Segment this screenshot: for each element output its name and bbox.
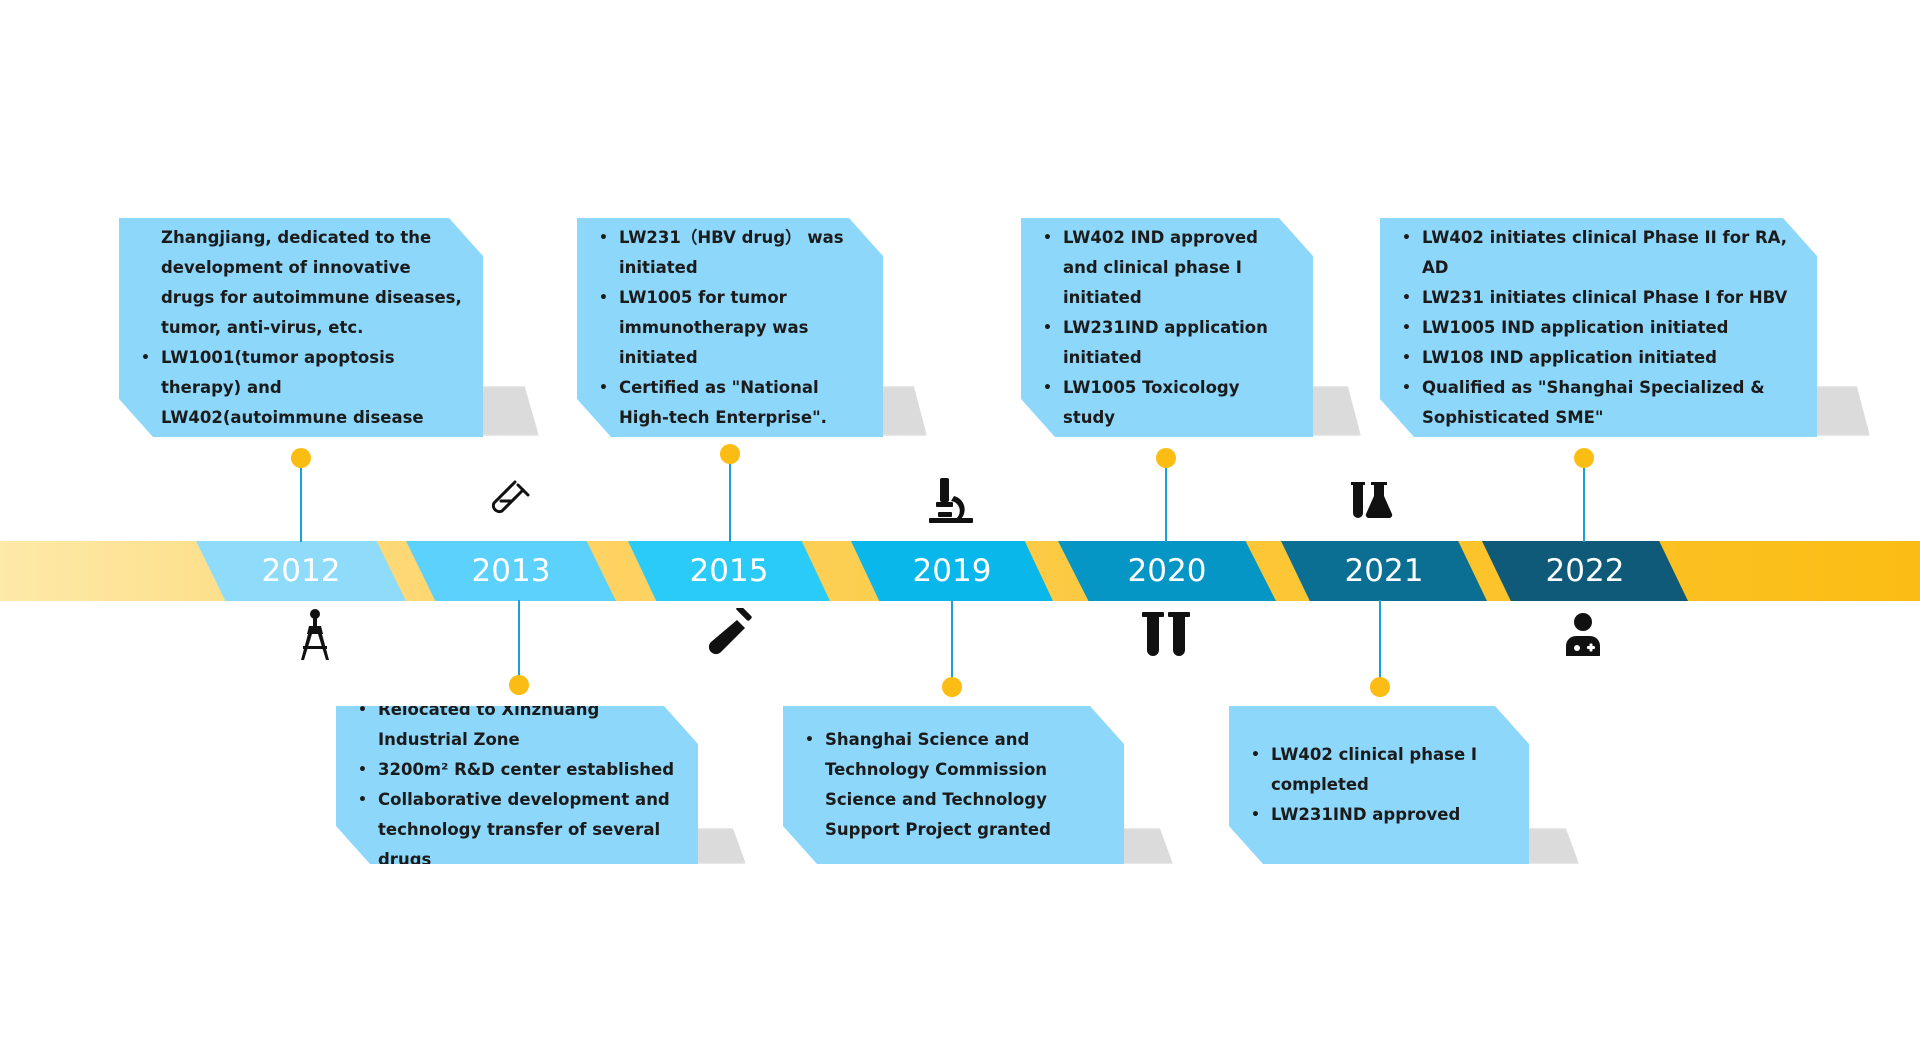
year-tab-2021: 2021 <box>1281 541 1487 601</box>
milestone-card-2013: Relocated to Xinzhuang Industrial Zone 3… <box>336 706 746 864</box>
milestone-item: LW1005 Toxicology study <box>1063 373 1293 433</box>
milestone-item: LW1005 IND application initiated <box>1422 313 1797 343</box>
milestone-list: LW402 IND approved and clinical phase I … <box>1021 223 1313 433</box>
year-tab-2019: 2019 <box>851 541 1053 601</box>
milestone-item: LW1005 for tumor immunotherapy was initi… <box>619 283 863 373</box>
milestone-list: Founded in Shanghai Zhangjiang, dedicate… <box>119 193 483 463</box>
year-tab-2022: 2022 <box>1482 541 1688 601</box>
milestone-item: Shanghai Science and Technology Commissi… <box>825 725 1104 845</box>
milestone-card-2012: Founded in Shanghai Zhangjiang, dedicate… <box>119 218 539 437</box>
milestone-list: Relocated to Xinzhuang Industrial Zone 3… <box>336 695 698 875</box>
lab-flasks-icon <box>1351 482 1393 519</box>
milestone-item: LW1001(tumor apoptosis therapy) and LW40… <box>161 343 463 463</box>
milestone-item: LW231IND approved <box>1271 800 1509 830</box>
year-label: 2020 <box>1127 553 1207 589</box>
milestone-item: LW231（HBV drug） was initiated <box>619 223 863 283</box>
drafting-compass-icon <box>301 609 329 660</box>
connector-2015 <box>729 454 731 542</box>
milestone-card-2020: LW402 IND approved and clinical phase I … <box>1021 218 1361 437</box>
connector-2020 <box>1165 458 1167 542</box>
milestone-item: Collaborative development and technology… <box>378 785 678 875</box>
milestone-dot-2021 <box>1370 677 1390 697</box>
milestone-dot-2022 <box>1574 448 1594 468</box>
doctor-icon <box>1566 613 1600 656</box>
year-tab-2020: 2020 <box>1058 541 1276 601</box>
milestone-dot-2020 <box>1156 448 1176 468</box>
microscope-icon <box>929 478 973 523</box>
milestone-list: Shanghai Science and Technology Commissi… <box>783 725 1124 845</box>
milestone-list: LW402 initiates clinical Phase II for RA… <box>1380 223 1817 433</box>
connector-2021 <box>1379 600 1381 687</box>
milestone-item: 3200m² R&D center established <box>378 755 678 785</box>
milestone-item: LW402 initiates clinical Phase II for RA… <box>1422 223 1797 283</box>
year-label: 2015 <box>689 553 769 589</box>
connector-2012 <box>300 458 302 542</box>
connector-2022 <box>1583 458 1585 542</box>
milestone-card-2021: LW402 clinical phase I completed LW231IN… <box>1229 706 1579 864</box>
milestone-item: LW108 IND application initiated <box>1422 343 1797 373</box>
milestone-dot-2012 <box>291 448 311 468</box>
year-label: 2012 <box>261 553 341 589</box>
milestone-item: Certified as "National High-tech Enterpr… <box>619 373 863 433</box>
milestone-card-2022: LW402 initiates clinical Phase II for RA… <box>1380 218 1870 437</box>
milestone-item: LW231 initiates clinical Phase I for HBV <box>1422 283 1797 313</box>
milestone-item: Founded in Shanghai Zhangjiang, dedicate… <box>161 193 463 343</box>
milestone-dot-2015 <box>720 444 740 464</box>
milestone-list: LW402 clinical phase I completed LW231IN… <box>1229 740 1529 830</box>
year-label: 2021 <box>1344 553 1424 589</box>
year-label: 2022 <box>1545 553 1625 589</box>
milestone-dot-2013 <box>509 675 529 695</box>
milestone-list: LW231（HBV drug） was initiated LW1005 for… <box>577 223 883 433</box>
milestone-item: Relocated to Xinzhuang Industrial Zone <box>378 695 678 755</box>
milestone-dot-2019 <box>942 677 962 697</box>
milestone-card-2015: LW231（HBV drug） was initiated LW1005 for… <box>577 218 927 437</box>
milestone-card-2019: Shanghai Science and Technology Commissi… <box>783 706 1173 864</box>
test-tube-outline-icon <box>491 480 530 514</box>
connector-2019 <box>951 600 953 687</box>
connector-2013 <box>518 600 520 686</box>
test-tubes-icon <box>1142 612 1190 656</box>
milestone-item: Qualified as "Shanghai Specialized & Sop… <box>1422 373 1797 433</box>
year-tab-2015: 2015 <box>628 541 830 601</box>
year-tab-2013: 2013 <box>406 541 616 601</box>
year-label: 2019 <box>912 553 992 589</box>
milestone-item: LW402 IND approved and clinical phase I … <box>1063 223 1293 313</box>
milestone-item: LW231IND application initiated <box>1063 313 1293 373</box>
year-label: 2013 <box>471 553 551 589</box>
milestone-item: LW402 clinical phase I completed <box>1271 740 1509 800</box>
test-tube-icon <box>708 608 752 655</box>
year-tab-2012: 2012 <box>196 541 406 601</box>
